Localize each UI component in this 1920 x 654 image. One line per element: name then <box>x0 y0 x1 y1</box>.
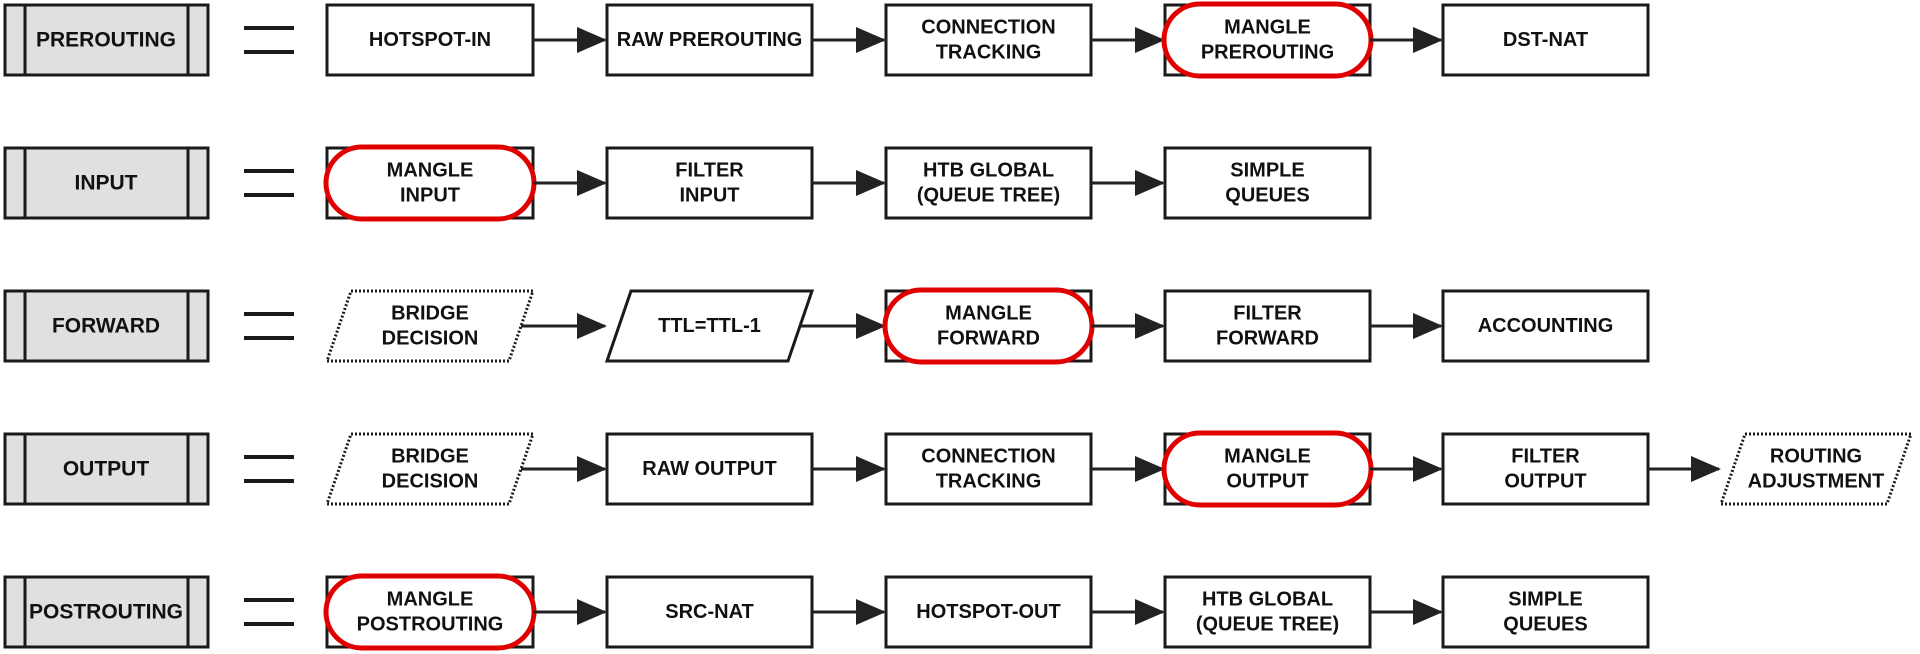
step-label: DST-NAT <box>1503 29 1588 51</box>
chain-row-prerouting: PREROUTING HOTSPOT-IN RAW PREROUTING CONNEC… <box>3 1 1650 79</box>
step-label: MANGLE <box>1224 17 1311 39</box>
step-accounting: ACCOUNTING <box>1441 289 1650 363</box>
step-ttl-ttl-1: TTL=TTL-1 <box>604 289 815 363</box>
step-label: DECISION <box>382 328 479 350</box>
step-label: OUTPUT <box>1504 471 1586 493</box>
chain-name: POSTROUTING <box>29 601 183 624</box>
step-filter-output: FILTER OUTPUT <box>1441 432 1650 506</box>
step-label: ACCOUNTING <box>1478 315 1614 337</box>
step-label: FILTER <box>675 160 744 182</box>
step-connection-tracking: CONNECTION TRACKING <box>884 3 1093 77</box>
chain-name: PREROUTING <box>36 29 176 52</box>
step-hotspot-in: HOTSPOT-IN <box>325 3 535 77</box>
equals-sign <box>244 312 294 340</box>
step-label: POSTROUTING <box>357 614 504 636</box>
step-connection-tracking: CONNECTION TRACKING <box>884 432 1093 506</box>
chain-row-output: OUTPUT BRIDGE DECISION RAW OUTPUT CONNECTION… <box>3 430 1914 508</box>
step-label: HOTSPOT-IN <box>369 29 491 51</box>
chain-label-box: FORWARD <box>3 289 210 363</box>
step-bridge-decision: BRIDGE DECISION <box>324 432 536 506</box>
step-label: CONNECTION <box>921 446 1055 468</box>
step-label: TRACKING <box>936 471 1042 493</box>
step-label: HTB GLOBAL <box>923 160 1054 182</box>
step-label: INPUT <box>400 185 460 207</box>
chain-label-box: POSTROUTING <box>3 575 210 649</box>
equals-sign <box>244 455 294 483</box>
step-mangle-forward: MANGLE FORWARD <box>882 287 1095 365</box>
step-label: PREROUTING <box>1201 42 1334 64</box>
chain-name: INPUT <box>75 172 138 195</box>
step-label: MANGLE <box>387 160 474 182</box>
step-raw-output: RAW OUTPUT <box>605 432 814 506</box>
step-label: SIMPLE <box>1508 589 1582 611</box>
step-simple-queues: SIMPLE QUEUES <box>1163 146 1372 220</box>
step-label: MANGLE <box>387 589 474 611</box>
step-mangle-input: MANGLE INPUT <box>323 144 537 222</box>
step-mangle-prerouting: MANGLE PREROUTING <box>1161 1 1374 79</box>
step-raw-prerouting: RAW PREROUTING <box>605 3 814 77</box>
step-hotspot-out: HOTSPOT-OUT <box>884 575 1093 649</box>
step-label: OUTPUT <box>1226 471 1308 493</box>
step-label: SRC-NAT <box>665 601 754 623</box>
chain-name: OUTPUT <box>63 458 150 481</box>
step-label: FILTER <box>1233 303 1302 325</box>
chain-label-box: OUTPUT <box>3 432 210 506</box>
equals-sign <box>244 598 294 626</box>
step-simple-queues: SIMPLE QUEUES <box>1441 575 1650 649</box>
step-bridge-decision: BRIDGE DECISION <box>324 289 536 363</box>
step-label: ADJUSTMENT <box>1748 471 1885 493</box>
step-label: TTL=TTL-1 <box>658 315 761 337</box>
step-label: FORWARD <box>937 328 1040 350</box>
step-htb-global-queue-tree: HTB GLOBAL (QUEUE TREE) <box>1163 575 1372 649</box>
chain-row-input: INPUT MANGLE INPUT FILTER INPUT HTB GLOBAL (QU… <box>3 144 1372 222</box>
step-label: (QUEUE TREE) <box>917 185 1060 207</box>
step-filter-forward: FILTER FORWARD <box>1163 289 1372 363</box>
step-label: HOTSPOT-OUT <box>916 601 1060 623</box>
equals-sign <box>244 26 294 54</box>
step-routing-adjustment: ROUTING ADJUSTMENT <box>1718 432 1914 506</box>
step-label: MANGLE <box>945 303 1032 325</box>
step-filter-input: FILTER INPUT <box>605 146 814 220</box>
step-label: TRACKING <box>936 42 1042 64</box>
step-label: BRIDGE <box>391 303 469 325</box>
step-mangle-output: MANGLE OUTPUT <box>1161 430 1374 508</box>
step-label: SIMPLE <box>1230 160 1304 182</box>
step-mangle-postrouting: MANGLE POSTROUTING <box>323 573 537 651</box>
step-dst-nat: DST-NAT <box>1441 3 1650 77</box>
step-label: HTB GLOBAL <box>1202 589 1333 611</box>
step-label: QUEUES <box>1503 614 1587 636</box>
step-label: FILTER <box>1511 446 1580 468</box>
step-src-nat: SRC-NAT <box>605 575 814 649</box>
step-label: (QUEUE TREE) <box>1196 614 1339 636</box>
step-label: FORWARD <box>1216 328 1319 350</box>
step-label: CONNECTION <box>921 17 1055 39</box>
step-label: MANGLE <box>1224 446 1311 468</box>
step-label: INPUT <box>680 185 740 207</box>
step-label: DECISION <box>382 471 479 493</box>
step-htb-global-queue-tree: HTB GLOBAL (QUEUE TREE) <box>884 146 1093 220</box>
step-label: RAW PREROUTING <box>617 29 803 51</box>
step-label: RAW OUTPUT <box>642 458 776 480</box>
chain-row-postrouting: POSTROUTING MANGLE POSTROUTING SRC-NAT HOTSP… <box>3 573 1650 651</box>
step-label: QUEUES <box>1225 185 1309 207</box>
chain-name: FORWARD <box>52 315 160 338</box>
chain-label-box: PREROUTING <box>3 3 210 77</box>
chain-row-forward: FORWARD BRIDGE DECISION TTL=TTL-1 MANGLE FORW… <box>3 287 1650 365</box>
step-label: ROUTING <box>1770 446 1862 468</box>
chain-label-box: INPUT <box>3 146 210 220</box>
step-label: BRIDGE <box>391 446 469 468</box>
equals-sign <box>244 169 294 197</box>
